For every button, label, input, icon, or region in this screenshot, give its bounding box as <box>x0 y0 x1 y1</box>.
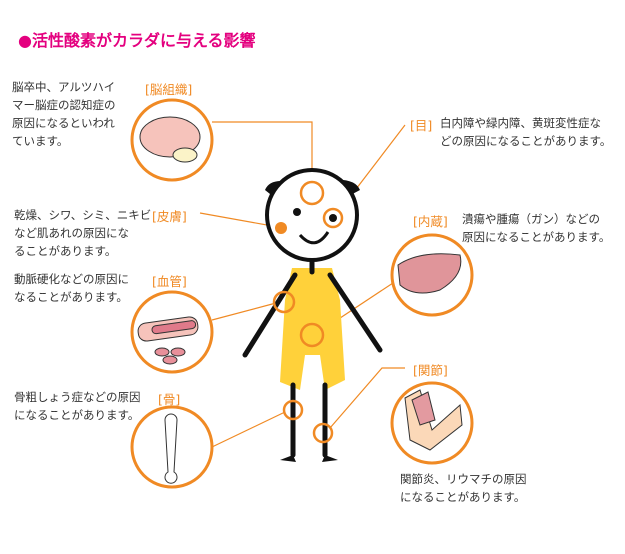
text-line: ることがあります。 <box>14 244 117 258</box>
vessel-label: [血管] <box>152 274 187 289</box>
text-line: 関節炎、リウマチの原因 <box>400 472 527 486</box>
eye-text: 白内障や緑内障、黄斑変性症な どの原因になることがあります。 <box>440 114 611 150</box>
organ-text: 潰瘍や腫瘍（ガン）などの 原因になることがあります。 <box>462 210 610 246</box>
text-line: になることがあります。 <box>400 490 526 504</box>
joint-line <box>329 367 405 429</box>
marker-circles <box>272 180 344 444</box>
head <box>265 168 359 262</box>
vessel-line <box>211 302 277 321</box>
bone-line <box>211 411 286 448</box>
text-line: 骨粗しょう症などの原因 <box>14 390 141 404</box>
brain-label: [脳組織] <box>145 82 193 97</box>
joint-text: 関節炎、リウマチの原因 になることがあります。 <box>400 470 527 506</box>
organ-label: [内蔵] <box>413 214 448 229</box>
text-line: なることがあります。 <box>14 290 128 304</box>
skin-label: [皮膚] <box>152 209 187 224</box>
text-line: など肌あれの原因にな <box>14 226 129 240</box>
text-line: ています。 <box>12 134 69 148</box>
leader-lines <box>199 121 406 448</box>
bone-text: 骨粗しょう症などの原因 になることがあります。 <box>14 388 141 424</box>
page-title: ●活性酸素がカラダに与える影響 <box>18 31 256 50</box>
joint-label: [関節] <box>413 363 448 378</box>
text-line: 原因になることがあります。 <box>462 230 611 244</box>
bone-icon <box>164 413 178 484</box>
text-line: になることがあります。 <box>14 408 140 422</box>
skin-marker <box>275 222 287 234</box>
brain-icon <box>139 116 201 158</box>
text-line: 脳卒中、アルツハイ <box>12 80 116 94</box>
bone-label: [骨] <box>158 392 181 407</box>
text-line: 白内障や緑内障、黄斑変性症な <box>440 116 601 130</box>
skin-line <box>199 212 279 228</box>
liver-icon <box>397 253 462 294</box>
text-line: どの原因になることがあります。 <box>440 134 612 148</box>
skin-text: 乾燥、シワ、シミ、ニキビ など肌あれの原因にな ることがあります。 <box>14 206 151 260</box>
text-line: 潰瘍や腫瘍（ガン）などの <box>462 212 600 226</box>
vessel-text: 動脈硬化などの原因に なることがあります。 <box>14 270 129 306</box>
character-figure <box>242 168 383 462</box>
brain-text: 脳卒中、アルツハイ マー脳症の認知症の 原因になるといわれ ています。 <box>12 78 116 150</box>
text-line: マー脳症の認知症の <box>12 98 116 112</box>
dress <box>280 268 345 390</box>
brain-line <box>212 121 313 183</box>
text-line: 動脈硬化などの原因に <box>14 272 129 286</box>
text-line: 乾燥、シワ、シミ、ニキビ <box>14 208 152 222</box>
eye-label: [目] <box>410 118 433 133</box>
text-line: 原因になるといわれ <box>12 116 115 130</box>
